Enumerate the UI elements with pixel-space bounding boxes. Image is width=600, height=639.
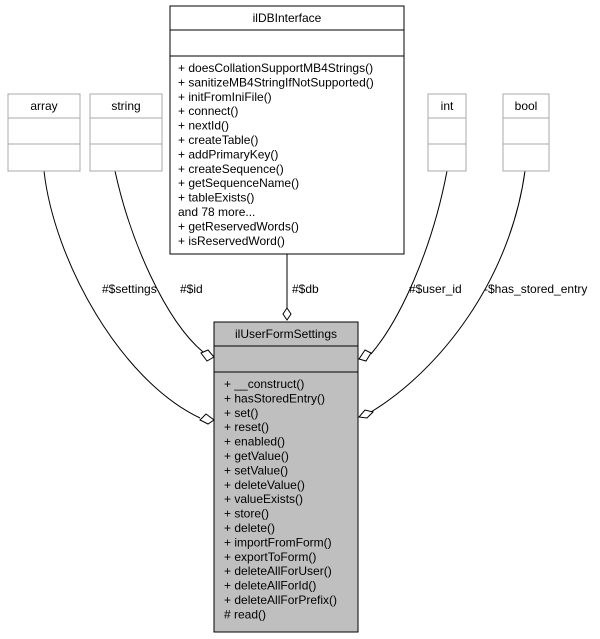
edge-user-id-diamond	[358, 349, 372, 362]
method-item: + nextId()	[178, 119, 229, 133]
edge-db-diamond	[282, 307, 292, 321]
method-item: + hasStoredEntry()	[224, 391, 325, 405]
method-item: + deleteAllForId()	[224, 579, 316, 593]
aggregation-markers	[199, 307, 374, 425]
method-item: + deleteValue()	[224, 478, 305, 492]
method-item: + tableExists()	[178, 191, 254, 205]
class-node-main: ilUserFormSettings + __construct()+ hasS…	[213, 321, 359, 633]
method-list: + doesCollationSupportMB4Strings()+ sani…	[178, 61, 374, 248]
class-name: string	[111, 99, 140, 113]
method-item: + addPrimaryKey()	[178, 147, 278, 161]
connectors	[43, 170, 526, 419]
method-item: + exportToForm()	[224, 550, 316, 564]
class-name: bool	[515, 99, 538, 113]
class-name: ilDBInterface	[253, 11, 322, 25]
method-item: + setValue()	[224, 463, 288, 477]
edge-has-stored-entry-diamond	[358, 409, 374, 419]
method-item: + initFromIniFile()	[178, 90, 272, 104]
class-node-int: int	[427, 93, 467, 172]
method-item: + getValue()	[224, 449, 289, 463]
method-item: + valueExists()	[224, 492, 303, 506]
method-item: and 78 more...	[178, 205, 255, 219]
edge-user-id-line	[370, 170, 448, 355]
edge-label-user-id: #$user_id	[409, 282, 462, 296]
method-list: + __construct()+ hasStoredEntry()+ set()…	[224, 377, 337, 621]
class-name: int	[441, 99, 454, 113]
method-item: + getSequenceName()	[178, 176, 299, 190]
class-node-db-interface: ilDBInterface + doesCollationSupportMB4S…	[169, 5, 405, 255]
class-node-string: string	[89, 93, 163, 172]
edge-settings-diamond	[199, 413, 215, 425]
edge-has-stored-entry-line	[370, 170, 526, 413]
method-item: # read()	[224, 607, 266, 621]
edge-id-diamond	[200, 349, 215, 362]
edge-label-id: #$id	[180, 282, 203, 296]
method-item: + createSequence()	[178, 162, 284, 176]
method-item: + createTable()	[178, 133, 258, 147]
method-item: + set()	[224, 406, 258, 420]
method-item: + store()	[224, 507, 269, 521]
method-item: + isReservedWord()	[178, 234, 285, 248]
method-item: + deleteAllForPrefix()	[224, 593, 337, 607]
method-item: + deleteAllForUser()	[224, 564, 332, 578]
method-item: + enabled()	[224, 435, 285, 449]
method-item: + doesCollationSupportMB4Strings()	[178, 61, 373, 75]
method-item: + __construct()	[224, 377, 304, 391]
method-item: + delete()	[224, 521, 275, 535]
edge-label-db: #$db	[292, 282, 319, 296]
method-item: + getReservedWords()	[178, 219, 299, 233]
edge-label-has-stored-entry: -$has_stored_entry	[484, 282, 587, 296]
class-name: array	[30, 99, 57, 113]
edge-label-settings: #$settings	[102, 282, 157, 296]
class-node-array: array	[7, 93, 81, 172]
method-item: + reset()	[224, 420, 269, 434]
edge-id-line	[114, 170, 204, 353]
edge-settings-line	[43, 170, 201, 419]
method-item: + importFromForm()	[224, 535, 332, 549]
method-item: + connect()	[178, 104, 238, 118]
class-name: ilUserFormSettings	[235, 327, 337, 341]
method-item: + sanitizeMB4StringIfNotSupported()	[178, 75, 374, 89]
class-node-bool: bool	[502, 93, 550, 172]
